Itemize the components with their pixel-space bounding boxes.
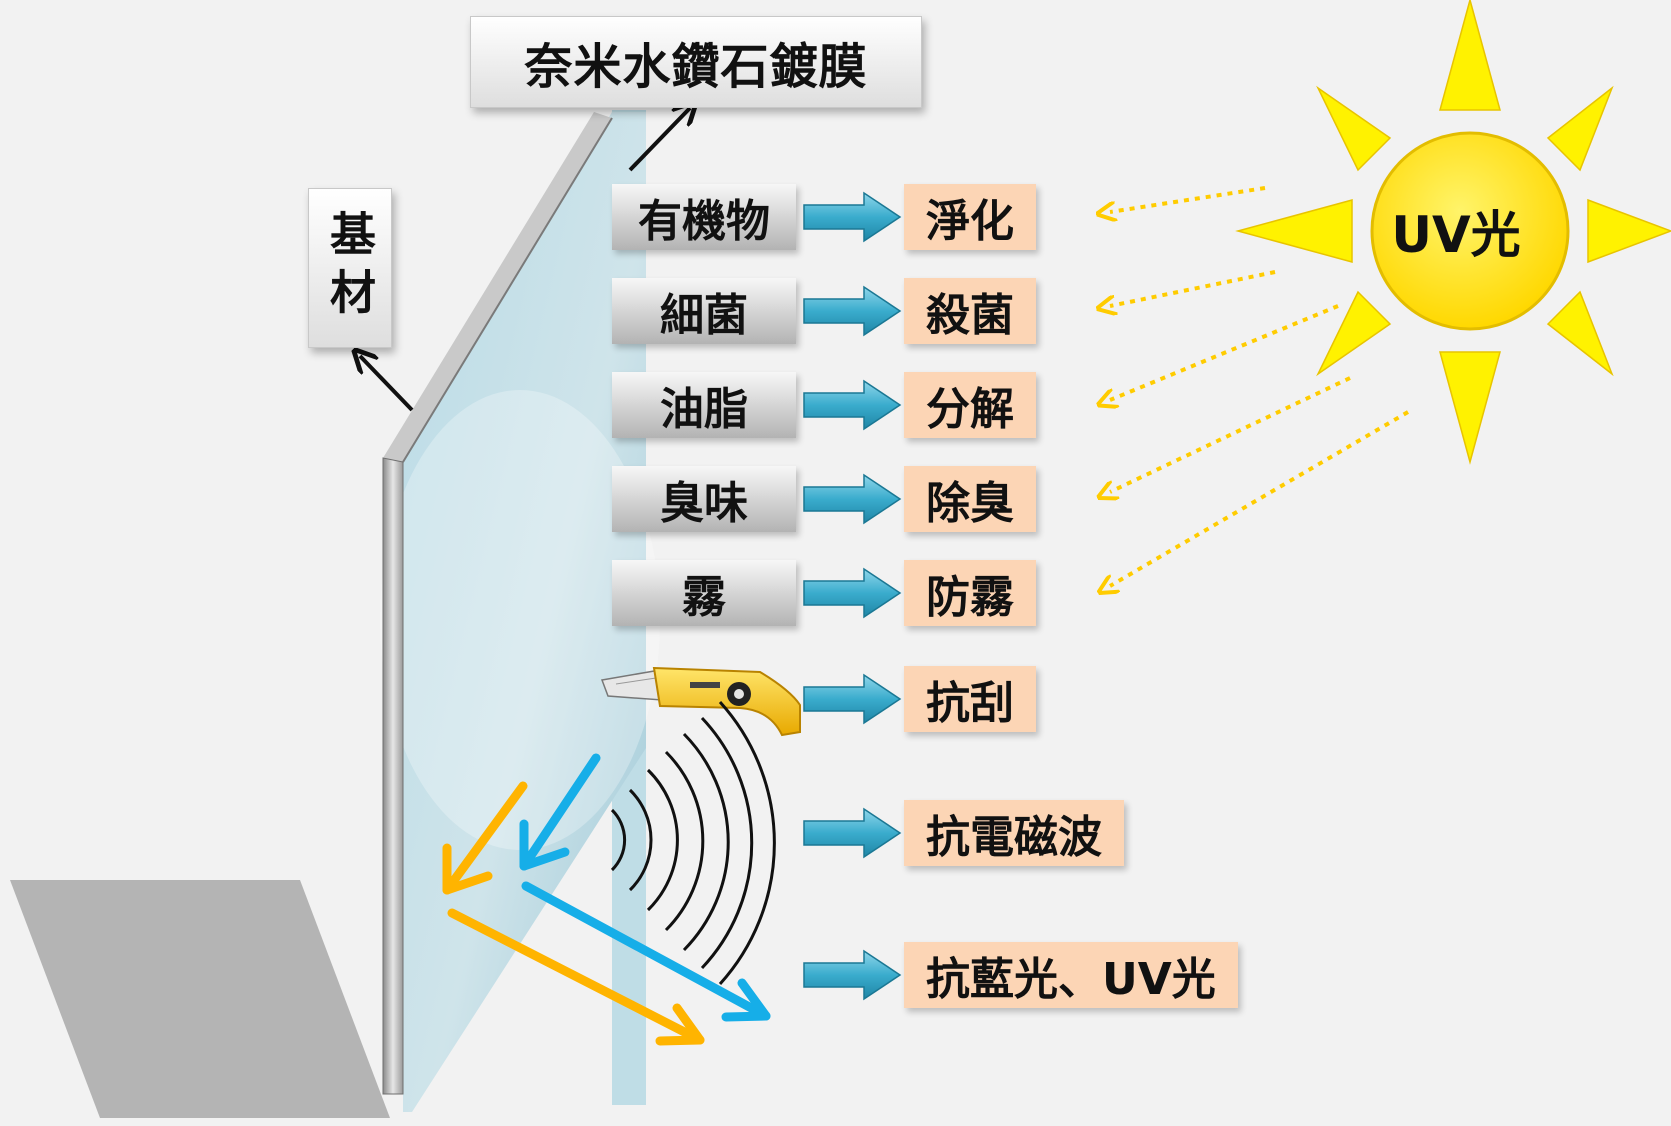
effect-label-scratch-resistant: 抗刮 bbox=[904, 666, 1036, 732]
flow-arrow-3 bbox=[803, 379, 902, 431]
light-arrows bbox=[442, 753, 771, 1046]
flow-arrow-2 bbox=[803, 285, 902, 337]
input-label-odor: 臭味 bbox=[612, 466, 796, 532]
effect-label-anti-bluelight-uv: 抗藍光、UV光 bbox=[904, 942, 1238, 1008]
uv-light-label: UV光 bbox=[1391, 206, 1521, 264]
floor-shadow bbox=[10, 880, 390, 1118]
sun-icon bbox=[1235, 0, 1671, 465]
substrate-label-text: 基材 bbox=[323, 210, 377, 326]
effect-label-sterilize: 殺菌 bbox=[904, 278, 1036, 344]
input-label-organic: 有機物 bbox=[612, 184, 796, 250]
substrate-pointer-arrow bbox=[360, 356, 414, 412]
flow-arrow-4 bbox=[803, 473, 902, 525]
input-label-bacteria: 細菌 bbox=[612, 278, 796, 344]
flow-arrow-6 bbox=[803, 673, 902, 725]
input-label-fog: 霧 bbox=[612, 560, 796, 626]
coating-title-label: 奈米水鑽石鍍膜 bbox=[470, 16, 922, 108]
input-label-grease: 油脂 bbox=[612, 372, 796, 438]
effect-label-purify: 淨化 bbox=[904, 184, 1036, 250]
flow-arrows bbox=[803, 191, 902, 1001]
substrate-label: 基材 bbox=[308, 188, 392, 348]
effect-label-deodorize: 除臭 bbox=[904, 466, 1036, 532]
effect-label-antifog: 防霧 bbox=[904, 560, 1036, 626]
electromagnetic-wave-icon bbox=[610, 700, 776, 986]
flow-arrow-7 bbox=[803, 807, 902, 859]
flow-arrow-5 bbox=[803, 567, 902, 619]
flow-arrow-8 bbox=[803, 949, 902, 1001]
title-pointer-arrow bbox=[628, 108, 690, 172]
effect-label-anti-emi: 抗電磁波 bbox=[904, 800, 1124, 866]
utility-knife-icon bbox=[600, 666, 801, 737]
substrate-edge bbox=[382, 112, 613, 1095]
flow-arrow-1 bbox=[803, 191, 902, 243]
effect-label-decompose: 分解 bbox=[904, 372, 1036, 438]
uv-ray-arrows bbox=[1110, 186, 1410, 586]
